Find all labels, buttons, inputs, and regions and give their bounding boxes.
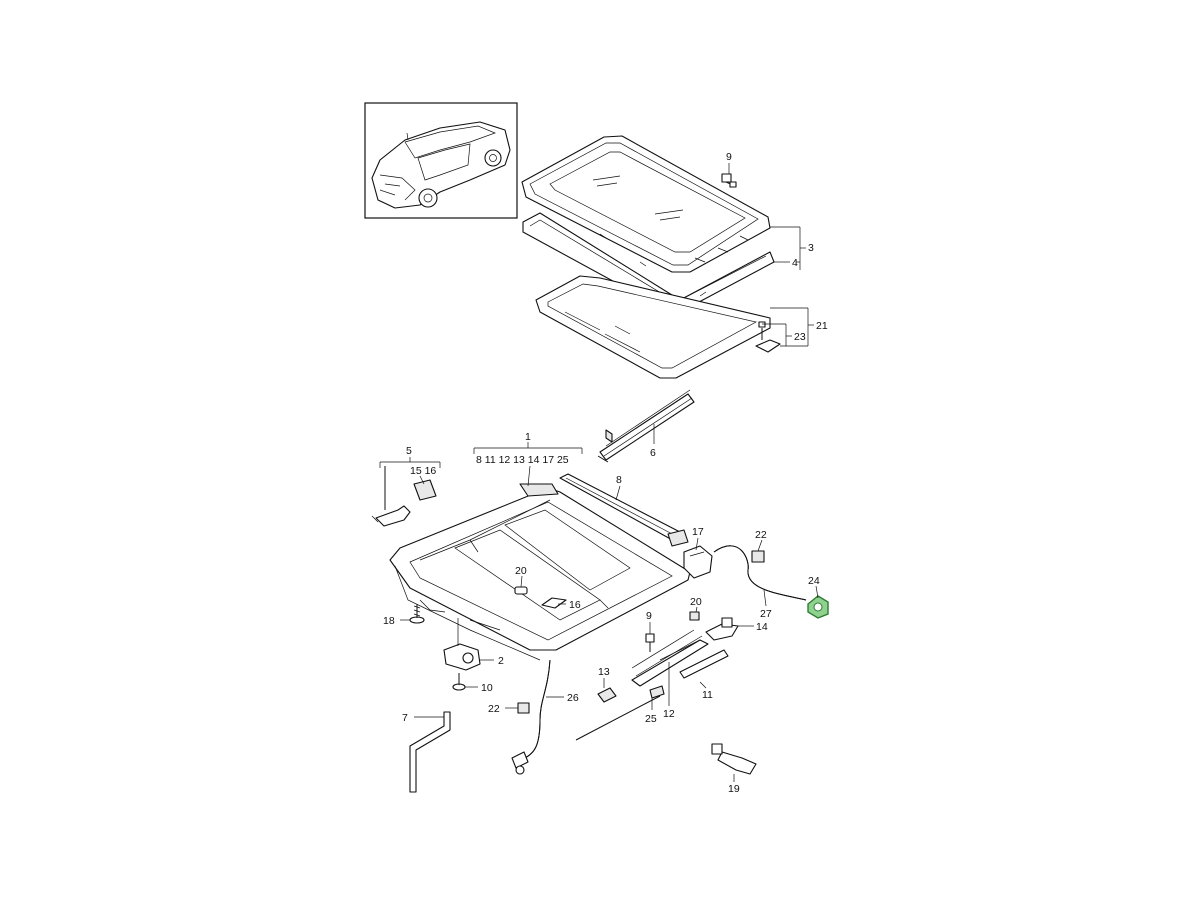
callout-19[interactable]: 19 [728, 783, 740, 795]
callout-7[interactable]: 7 [402, 712, 408, 724]
cable-5[interactable] [371, 466, 411, 527]
glass-panel[interactable] [521, 135, 771, 273]
callout-8[interactable]: 8 [616, 474, 622, 486]
callout-1-sub: 8 11 12 13 14 17 25 [476, 454, 569, 466]
callout-21[interactable]: 21 [816, 320, 828, 332]
motor-2[interactable] [443, 618, 481, 671]
callout-10[interactable]: 10 [481, 682, 493, 694]
clip-23[interactable] [755, 321, 781, 353]
pad-20-right[interactable] [689, 611, 700, 621]
callout-18[interactable]: 18 [383, 615, 395, 627]
drain-hose-27[interactable] [713, 545, 807, 601]
callout-3[interactable]: 3 [808, 242, 814, 254]
callout-22-left[interactable]: 22 [488, 703, 500, 715]
vehicle-thumbnail [364, 102, 518, 219]
callout-25[interactable]: 25 [645, 713, 657, 725]
drain-hose-26[interactable] [511, 659, 551, 775]
mechanism-12[interactable] [631, 629, 709, 687]
pad-15[interactable] [413, 479, 437, 501]
callout-9-top[interactable]: 9 [726, 151, 732, 163]
callout-27[interactable]: 27 [760, 608, 772, 620]
grease-tube-19[interactable] [711, 743, 757, 775]
callout-16[interactable]: 16 [569, 599, 581, 611]
sunroof-frame-assembly[interactable] [389, 483, 691, 661]
callout-11[interactable]: 11 [702, 689, 713, 701]
callout-6[interactable]: 6 [650, 447, 656, 459]
panel-frame[interactable] [535, 275, 771, 379]
callout-5-sub: 15 16 [410, 465, 436, 477]
clamp-24-highlighted[interactable] [807, 595, 829, 619]
bracket-17[interactable] [683, 545, 713, 579]
callout-2[interactable]: 2 [498, 655, 504, 667]
wind-deflector[interactable] [597, 389, 695, 463]
callout-1[interactable]: 1 [525, 431, 531, 443]
clip-22-left[interactable] [517, 702, 530, 714]
bracket-14[interactable] [705, 617, 739, 641]
callout-26[interactable]: 26 [567, 692, 579, 704]
callout-20-right[interactable]: 20 [690, 596, 702, 608]
guide-rail-8[interactable] [559, 473, 689, 547]
pad-20-left[interactable] [514, 586, 528, 595]
callout-22-right[interactable]: 22 [755, 529, 767, 541]
callout-12[interactable]: 12 [663, 708, 675, 720]
slider-13[interactable] [597, 687, 617, 703]
rail-11[interactable] [679, 649, 729, 679]
clip-22-right[interactable] [751, 550, 765, 563]
callout-24[interactable]: 24 [808, 575, 820, 587]
callout-5[interactable]: 5 [406, 445, 412, 457]
crank-7[interactable] [409, 711, 451, 793]
screw-9-top[interactable] [721, 173, 737, 188]
callout-17[interactable]: 17 [692, 526, 704, 538]
callout-4[interactable]: 4 [792, 257, 798, 269]
clip-25[interactable] [649, 685, 665, 699]
pad-16[interactable] [541, 597, 567, 609]
callout-labels: 1 8 11 12 13 14 17 25 2 3 4 5 15 16 6 7 … [383, 151, 828, 795]
screw-9-lower[interactable] [645, 633, 655, 652]
callout-23[interactable]: 23 [794, 331, 806, 343]
callout-20-left[interactable]: 20 [515, 565, 527, 577]
screw-10[interactable] [452, 673, 466, 691]
leader-lines [379, 163, 819, 782]
callout-14[interactable]: 14 [756, 621, 768, 633]
callout-9-lower[interactable]: 9 [646, 610, 652, 622]
callout-13[interactable]: 13 [598, 666, 610, 678]
